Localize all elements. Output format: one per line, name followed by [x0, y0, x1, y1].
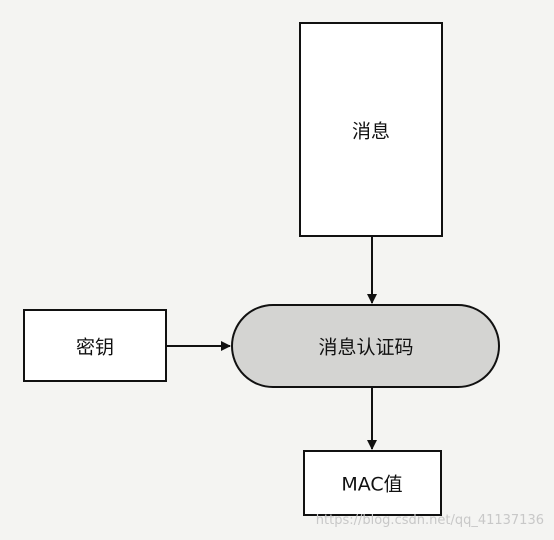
watermark-url: https://blog.csdn.net/qq_41137136 [315, 513, 544, 528]
mac-value-label: MAC值 [341, 473, 403, 496]
mac-value-box [303, 450, 442, 516]
mac-algorithm-label: 消息认证码 [318, 336, 414, 359]
mac-algorithm-capsule [231, 304, 500, 388]
key-box [23, 309, 167, 382]
message-box [299, 22, 443, 237]
message-label: 消息 [351, 120, 391, 143]
key-label: 密钥 [75, 336, 115, 359]
